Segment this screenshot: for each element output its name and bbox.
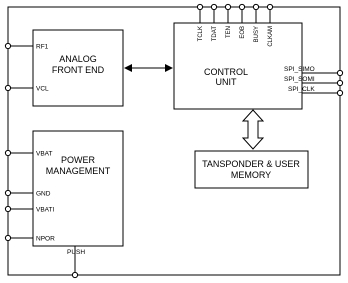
- ten-label: TEN: [226, 26, 232, 38]
- power-management-block: [32, 130, 124, 247]
- gnd-pin: [4, 189, 12, 197]
- eob-label: EOB: [240, 26, 246, 39]
- control-unit-block: [173, 22, 303, 110]
- vbat-pin: [4, 149, 12, 157]
- clkam-pin: [266, 3, 274, 11]
- spi-simo-pin: [336, 69, 344, 77]
- vbati-pin: [4, 205, 12, 213]
- vbat-label: VBAT: [36, 151, 53, 158]
- control-unit-title-line1: CONTROL: [204, 67, 248, 77]
- power-management-title-line2: MANAGEMENT: [46, 166, 111, 176]
- npor-pin: [4, 234, 12, 242]
- cu-memory-bus-arrow: [241, 109, 265, 150]
- analog-front-end-title-line2: FRONT END: [52, 65, 105, 75]
- rf1-label: RF1: [36, 44, 49, 51]
- memory-block: [194, 150, 309, 189]
- eob-pin: [238, 3, 246, 11]
- control-unit-title-line2: UNIT: [216, 77, 237, 87]
- power-management-title-line1: POWER: [61, 155, 96, 165]
- rf1-pin: [4, 42, 12, 50]
- vbati-label: VBATI: [36, 207, 54, 214]
- analog-front-end-block: [32, 29, 124, 107]
- spi-clk-pin: [336, 89, 344, 97]
- memory-title-line1: TANSPONDER & USER: [202, 159, 300, 169]
- busy-label: BUSY: [254, 26, 260, 42]
- push-pin: [71, 271, 79, 279]
- vcl-label: VCL: [36, 86, 49, 93]
- gnd-label: GND: [36, 191, 51, 198]
- tclk-pin: [196, 3, 204, 11]
- vcl-pin: [4, 84, 12, 92]
- npor-label: NPOR: [36, 236, 55, 243]
- push-label: PUSH: [67, 249, 85, 256]
- spi-somi-label: SPI_SOMI: [284, 76, 315, 83]
- spi-clk-label: SPI_CLK: [288, 86, 315, 93]
- spi-simo-label: SPI_SIMO: [284, 66, 315, 73]
- memory-title-line2: MEMORY: [231, 170, 271, 180]
- chip-outline: [7, 6, 341, 276]
- busy-pin: [252, 3, 260, 11]
- spi-somi-pin: [336, 79, 344, 87]
- tdat-label: TDAT: [212, 26, 218, 42]
- tclk-label: TCLK: [198, 26, 204, 41]
- ten-pin: [224, 3, 232, 11]
- clkam-label: CLKAM: [268, 26, 274, 47]
- analog-front-end-title-line1: ANALOG: [59, 54, 97, 64]
- tdat-pin: [210, 3, 218, 11]
